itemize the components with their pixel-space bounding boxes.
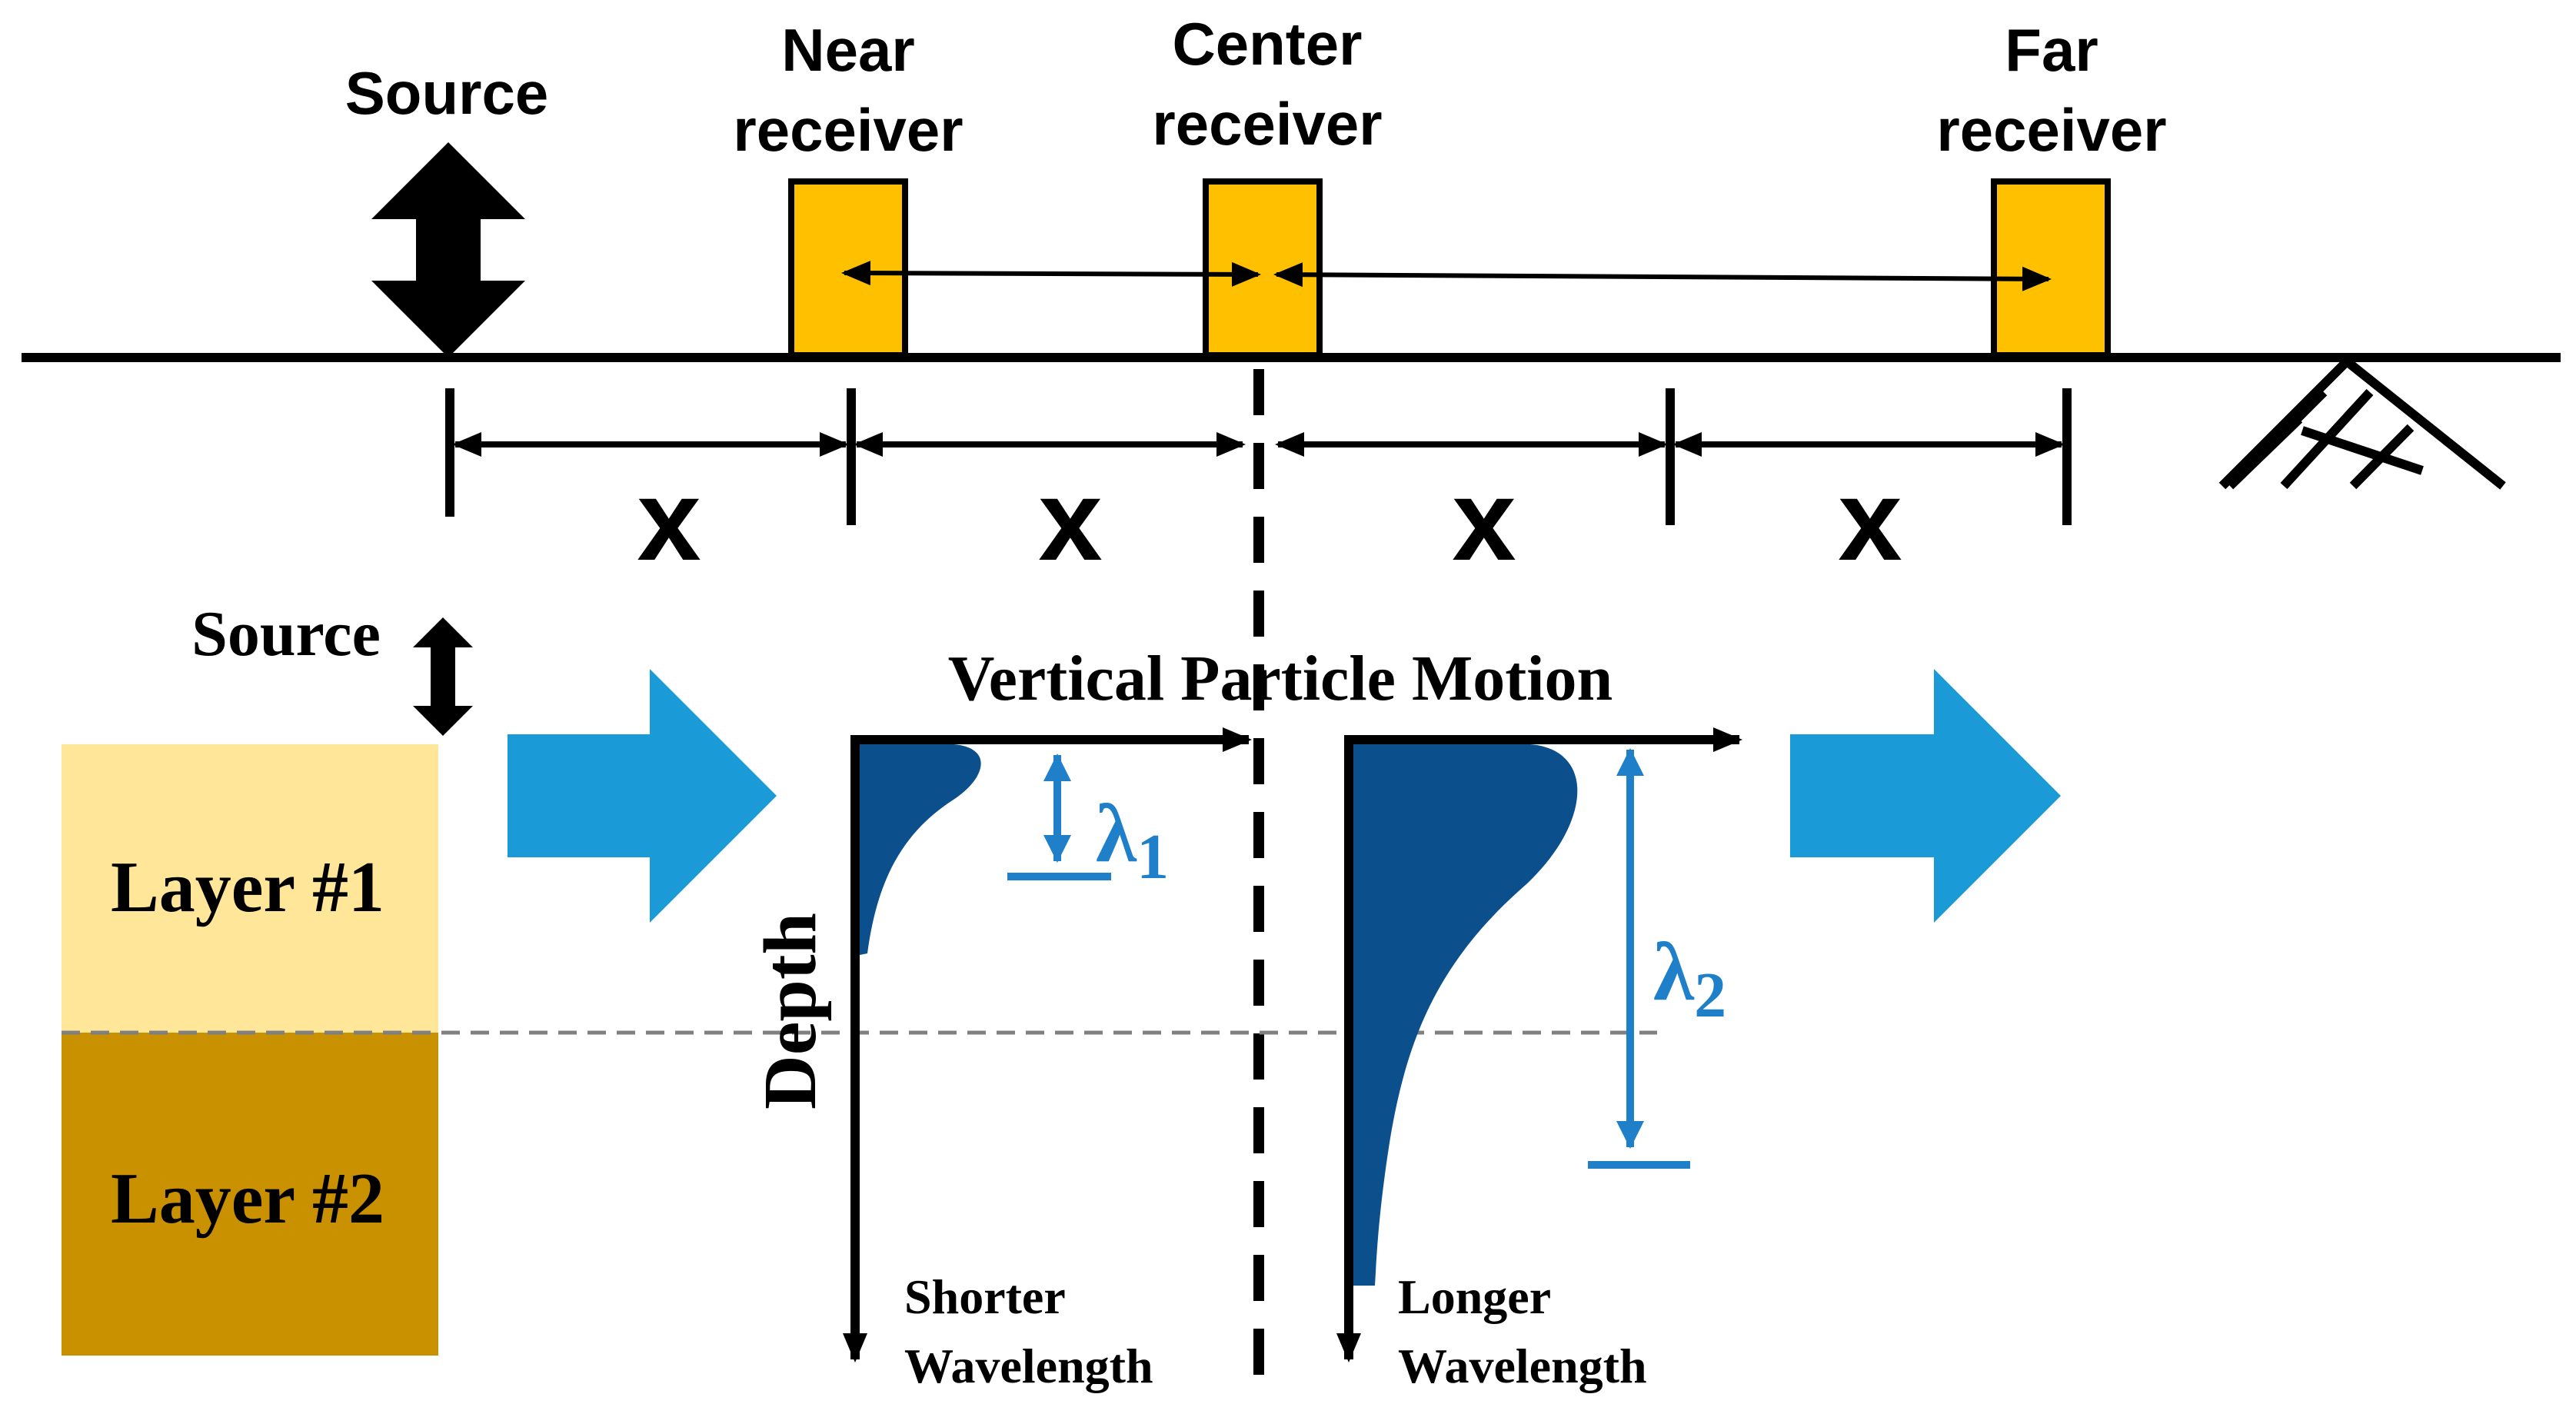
longer-wavelength-caption-line1: Longer [1398,1269,1551,1324]
right-motion-profile-shape [1353,744,1578,1286]
ground-hatch-icon [2218,358,2506,490]
far-receiver-label-line1: Far [2005,16,2098,84]
left-motion-profile-shape [860,744,981,955]
source-label-bottom: Source [191,598,381,670]
propagation-arrow-left-icon [508,669,777,923]
spacing-label-2: x [1038,455,1102,584]
lambda-1-label: λ1 [1096,788,1169,893]
center-receiver-box [1203,178,1323,358]
layer-1-block [62,744,438,1033]
source-label-top: Source [345,59,548,127]
layer-1-label: Layer #1 [111,847,384,927]
propagation-arrow-right-icon [1790,669,2061,923]
depth-axis-label: Depth [749,913,832,1110]
near-receiver-box [788,178,908,358]
far-receiver-label-line2: receiver [1936,96,2166,164]
shorter-wavelength-caption-line2: Wavelength [904,1339,1153,1393]
center-far-receiver-span-arrow [1273,262,2052,291]
layer-2-block [62,1033,438,1356]
longer-wavelength-caption-line2: Wavelength [1398,1339,1647,1393]
spacing-label-3: x [1452,455,1516,584]
source-vibration-arrow-icon [371,142,525,358]
near-receiver-label-line2: receiver [733,96,963,164]
spacing-label-1: x [637,455,701,584]
top-panel: Source Near receiver Center receiver Far… [22,10,2561,584]
center-receiver-label-line1: Center [1172,10,1362,78]
vertical-particle-motion-title: Vertical Particle Motion [948,643,1613,714]
center-receiver-label-line2: receiver [1152,90,1382,158]
spacing-label-4: x [1838,455,1902,584]
bottom-panel: Layer #1 Layer #2 Source Vertical Partic… [62,598,2061,1393]
near-center-receiver-span-arrow [841,261,1261,287]
far-receiver-box [1991,178,2111,358]
spacing-ticks [445,388,2072,525]
shorter-wavelength-caption-line1: Shorter [904,1269,1066,1324]
lambda-2-label: λ2 [1653,927,1726,1031]
near-receiver-label-line1: Near [781,16,914,84]
layer-2-label: Layer #2 [111,1159,384,1239]
source-small-vibration-arrow-icon [413,617,473,736]
